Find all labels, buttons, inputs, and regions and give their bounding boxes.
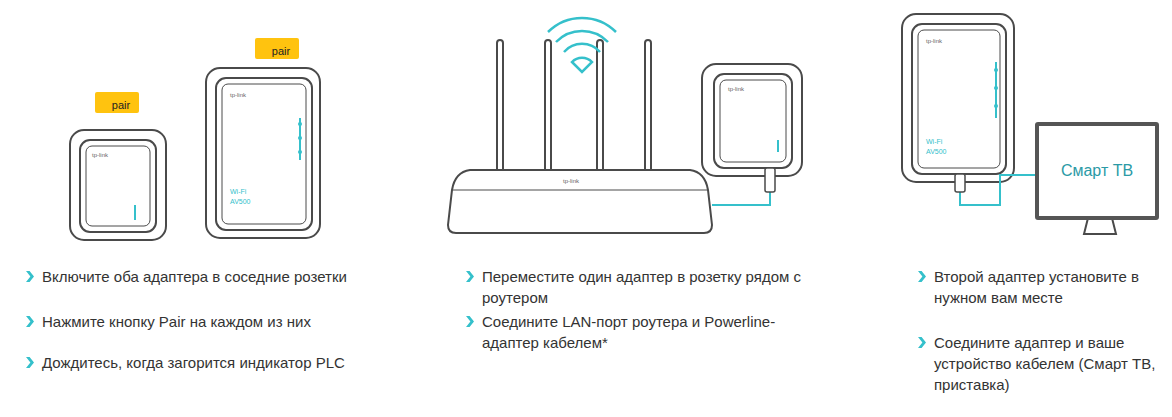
instruction-step: Второй адаптер установите в нужном вам м… bbox=[918, 266, 1166, 308]
plug bbox=[955, 174, 965, 192]
model-text: AV500 bbox=[926, 148, 947, 155]
plug bbox=[765, 168, 775, 192]
node-text: Смарт ТВ bbox=[1061, 162, 1133, 180]
brand-logo: tp-link bbox=[926, 38, 942, 44]
router bbox=[448, 40, 712, 233]
pair-tag: pair bbox=[255, 38, 299, 59]
node-text: pair bbox=[112, 99, 130, 111]
cable bbox=[712, 175, 1038, 205]
model-text: Wi-Fi bbox=[230, 188, 246, 195]
instruction-step: Соедините адаптер и ваше устройство кабе… bbox=[918, 332, 1166, 395]
instruction-step: Включите оба адаптера в соседние розетки bbox=[26, 266, 426, 287]
wifi-adapter bbox=[216, 78, 312, 230]
brand-logo: tp-link bbox=[728, 86, 744, 92]
instruction-step: Нажмите кнопку Pair на каждом из них bbox=[26, 311, 426, 332]
wifi-adapter bbox=[912, 24, 1006, 174]
wall-socket bbox=[206, 68, 320, 238]
brand-logo: tp-link bbox=[92, 152, 108, 158]
tv-stand bbox=[1084, 218, 1116, 234]
wall-socket bbox=[702, 64, 802, 176]
small-adapter bbox=[80, 140, 156, 232]
instruction-step: Переместите один адаптер в розетку рядом… bbox=[466, 266, 826, 308]
instruction-step: Дождитесь, когда загорится индикатор PLC bbox=[26, 352, 426, 373]
wall-socket bbox=[902, 14, 1014, 182]
model-text: AV500 bbox=[230, 198, 251, 205]
brand-logo: tp-link bbox=[563, 178, 579, 184]
small-adapter bbox=[714, 74, 792, 168]
pair-tag: pair bbox=[95, 92, 139, 113]
wall-socket bbox=[70, 130, 166, 240]
wifi-icon bbox=[548, 18, 616, 72]
instruction-step: Соедините LAN-порт роутера и Powerline-а… bbox=[466, 311, 826, 353]
smart-tv: Смарт ТВ bbox=[1035, 122, 1159, 220]
brand-logo: tp-link bbox=[230, 92, 246, 98]
model-text: Wi-Fi bbox=[926, 138, 942, 145]
node-text: pair bbox=[272, 45, 290, 57]
